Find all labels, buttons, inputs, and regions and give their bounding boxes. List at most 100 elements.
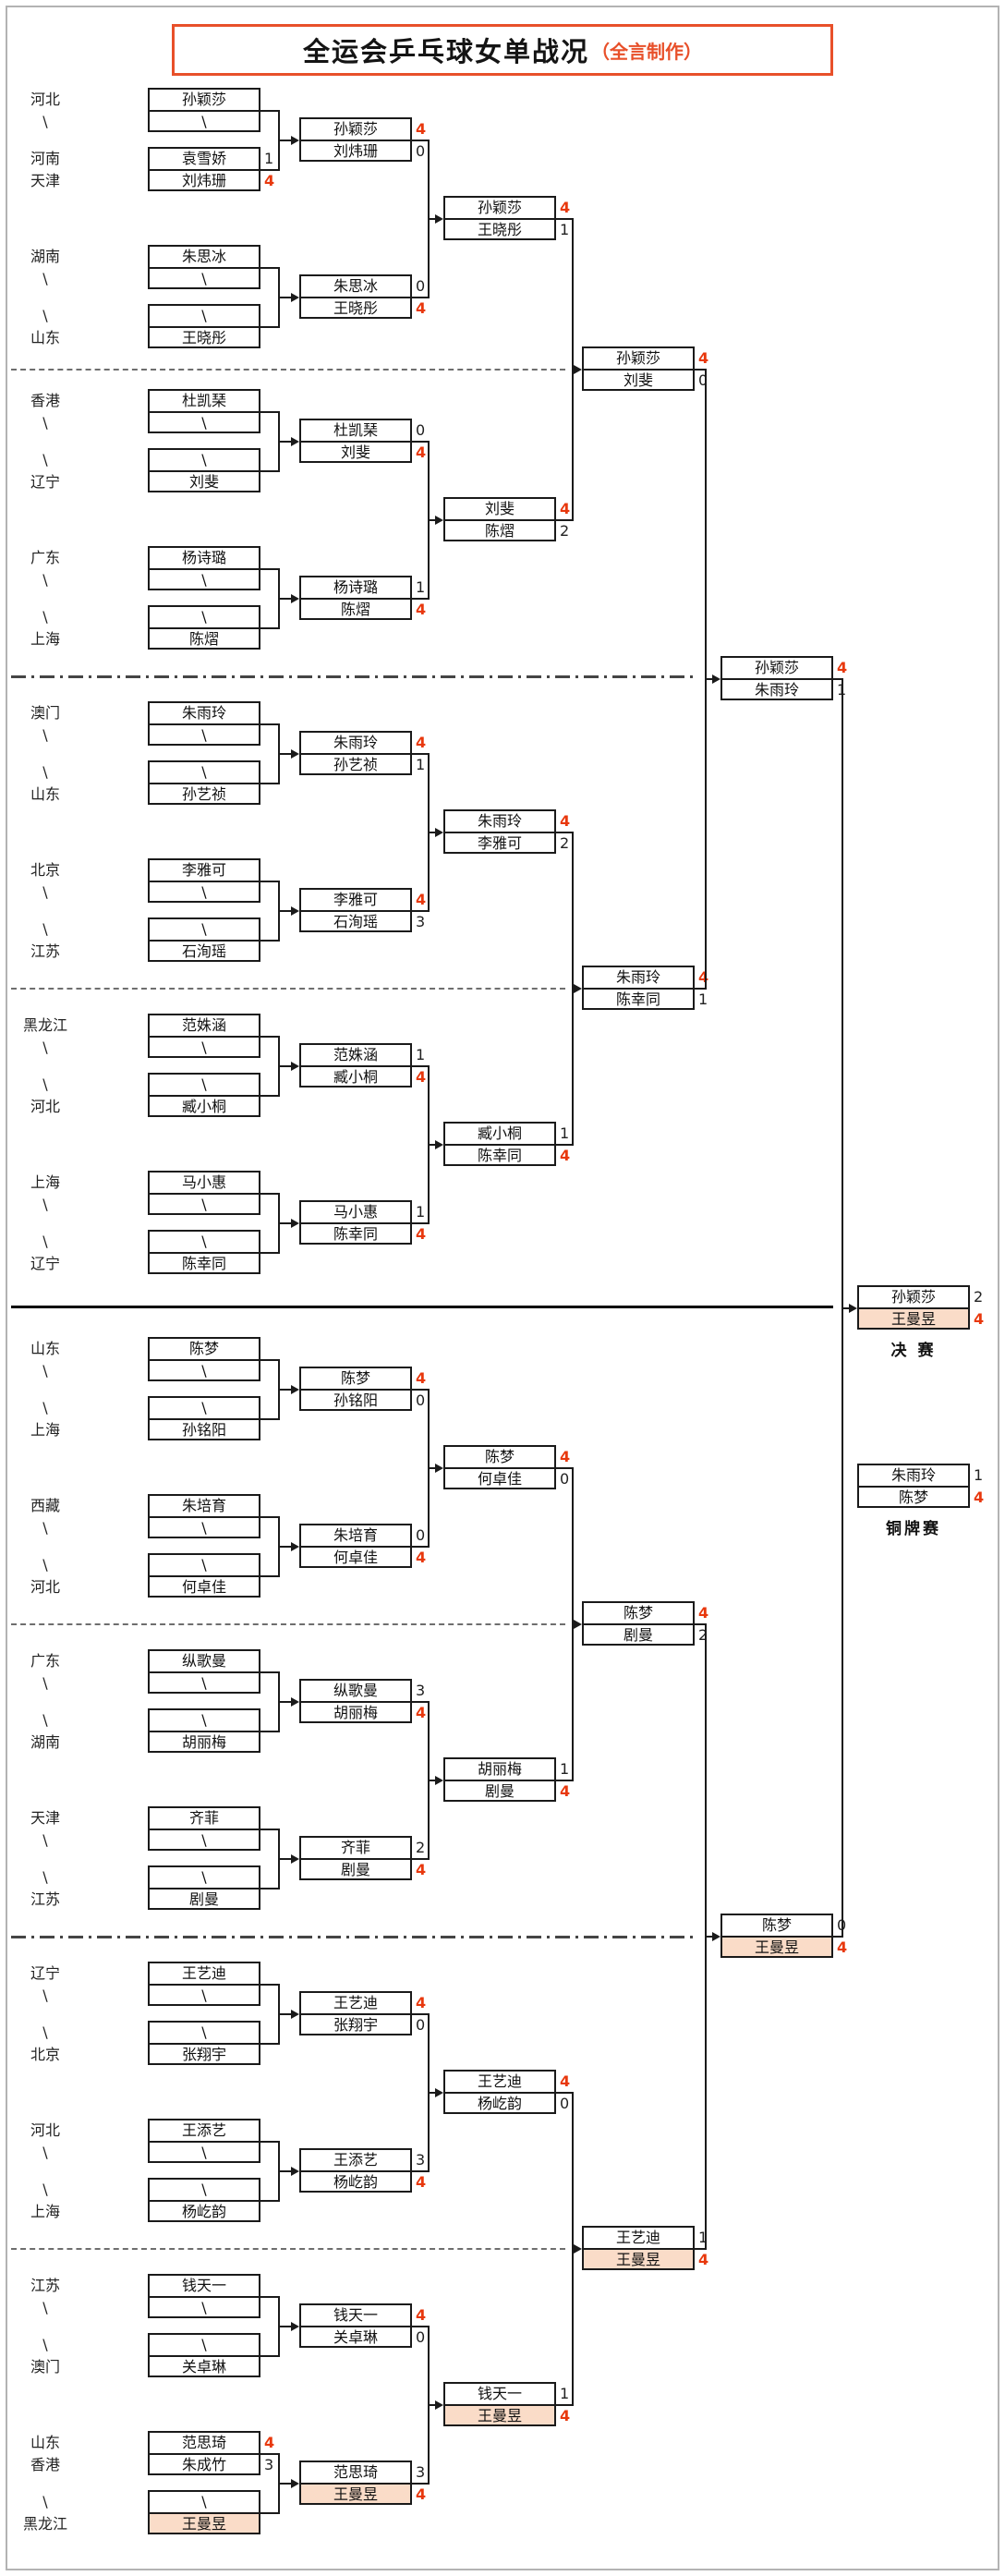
bye-cell: \ (201, 1399, 207, 1416)
player-cell: 朱雨玲 (615, 968, 660, 986)
province-label: 北京 (30, 861, 60, 879)
connector-line (260, 1829, 280, 1830)
score-label: 4 (974, 1488, 985, 1506)
score-label: 3 (416, 2463, 426, 2481)
bye-cell: \ (150, 568, 259, 589)
connector-line (278, 598, 293, 600)
separator-line (11, 675, 696, 678)
connector-line (278, 2483, 293, 2485)
player-cell: 孙颖莎 (754, 659, 799, 676)
score-label: 2 (416, 1839, 426, 1856)
match-box: 朱培育何卓佳 (299, 1524, 412, 1568)
bye-cell: \ (201, 1711, 207, 1729)
player-cell: 钱天一 (181, 2277, 226, 2294)
bronze-match-label: 铜牌赛 (886, 1520, 941, 1538)
player-cell: 杨诗璐 (181, 549, 226, 566)
connector-line (260, 940, 280, 942)
province-label: 山东 (30, 329, 60, 346)
score-label: 0 (698, 371, 708, 389)
bye-cell: \ (150, 1829, 259, 1849)
connector-line (260, 1418, 280, 1420)
province-label: 天津 (30, 172, 60, 189)
player-cell: 杨诗璐 (333, 578, 378, 596)
connector-line (260, 2453, 280, 2455)
bye-label: \ (42, 1556, 48, 1574)
score-label: 1 (560, 1124, 570, 1142)
player-cell: 王艺迪 (181, 1964, 226, 1982)
bye-label: \ (42, 113, 48, 130)
bye-cell: \ (201, 2336, 207, 2353)
province-label: 河北 (30, 2121, 60, 2139)
title-box: 全运会乒乓球女单战况 （全言制作） (172, 24, 833, 76)
bye-cell: \ (201, 763, 207, 781)
player-cell: 袁雪娇 (181, 150, 226, 167)
player-cell: 陈梦 (188, 1340, 219, 1357)
player-cell: 臧小桐 (477, 1124, 522, 1142)
connector-line (556, 1467, 574, 1469)
province-label: 澳门 (30, 2358, 60, 2376)
connector-line (842, 1307, 851, 1309)
player-cell: 朱成竹 (150, 2453, 259, 2473)
player-cell: 纵歌曼 (181, 1652, 226, 1670)
connector-line (556, 1780, 574, 1781)
score-label: 3 (416, 1682, 426, 1699)
match-box: 马小惠\ (148, 1171, 260, 1215)
bye-label: \ (42, 2144, 48, 2161)
connector-line (412, 1065, 430, 1067)
match-box: 孙颖莎刘斐 (582, 346, 695, 391)
connector-line (412, 1389, 430, 1391)
bye-cell: \ (201, 1556, 207, 1574)
connector-line (260, 2512, 280, 2514)
province-label: 上海 (30, 1421, 60, 1439)
score-label: 4 (560, 812, 571, 830)
bye-label: \ (42, 763, 48, 781)
bye-label: \ (42, 414, 48, 431)
match-box: \陈幸同 (148, 1230, 260, 1274)
province-label: 上海 (30, 1173, 60, 1191)
province-label: 山东 (30, 2434, 60, 2451)
connector-line (278, 1065, 293, 1067)
connector-line (412, 140, 430, 141)
player-cell: 张翔宇 (150, 2043, 259, 2063)
player-cell: 陈梦 (484, 1448, 515, 1465)
arrow-icon (291, 2322, 299, 2331)
connector-line (278, 1222, 293, 1224)
score-label: 3 (416, 2151, 426, 2169)
score-label: 0 (416, 1391, 426, 1409)
player-cell: 王曼昱 (584, 2248, 693, 2268)
score-label: 2 (698, 1626, 708, 1644)
player-cell: 陈幸同 (445, 1144, 554, 1164)
player-cell: 朱雨玲 (477, 812, 522, 830)
bye-cell: \ (201, 307, 207, 324)
arrow-icon (712, 1932, 720, 1941)
bye-cell: \ (150, 2296, 259, 2316)
match-box: 王艺迪张翔宇 (299, 1991, 412, 2035)
connector-line (556, 218, 574, 220)
player-cell: 王艺迪 (333, 1994, 378, 2011)
arrow-icon (574, 2244, 582, 2254)
match-box: 朱雨玲\ (148, 701, 260, 746)
bye-label: \ (42, 571, 48, 589)
score-label: 4 (560, 2072, 571, 2090)
player-cell: 石洵瑶 (301, 910, 410, 930)
connector-line (278, 140, 293, 141)
score-label: 4 (698, 968, 709, 986)
match-box: 纵歌曼\ (148, 1649, 260, 1694)
score-label: 0 (837, 1915, 855, 1936)
arrow-icon (291, 1062, 299, 1071)
player-cell: 朱思冰 (181, 248, 226, 265)
connector-line (260, 881, 280, 882)
connector-line (412, 2483, 430, 2485)
player-cell: 王艺迪 (615, 2229, 660, 2246)
player-cell: 杨屹韵 (301, 2170, 410, 2191)
player-cell: 朱雨玲 (333, 734, 378, 751)
bye-label: \ (42, 270, 48, 287)
connector-line (412, 2326, 430, 2327)
score-label: 4 (560, 2407, 571, 2424)
separator-line (11, 988, 565, 990)
bye-cell: \ (201, 1868, 207, 1886)
connector-line (556, 1144, 574, 1146)
bye-label: \ (42, 1196, 48, 1213)
player-cell: 刘斐 (150, 470, 259, 491)
arrow-icon (435, 1464, 443, 1473)
